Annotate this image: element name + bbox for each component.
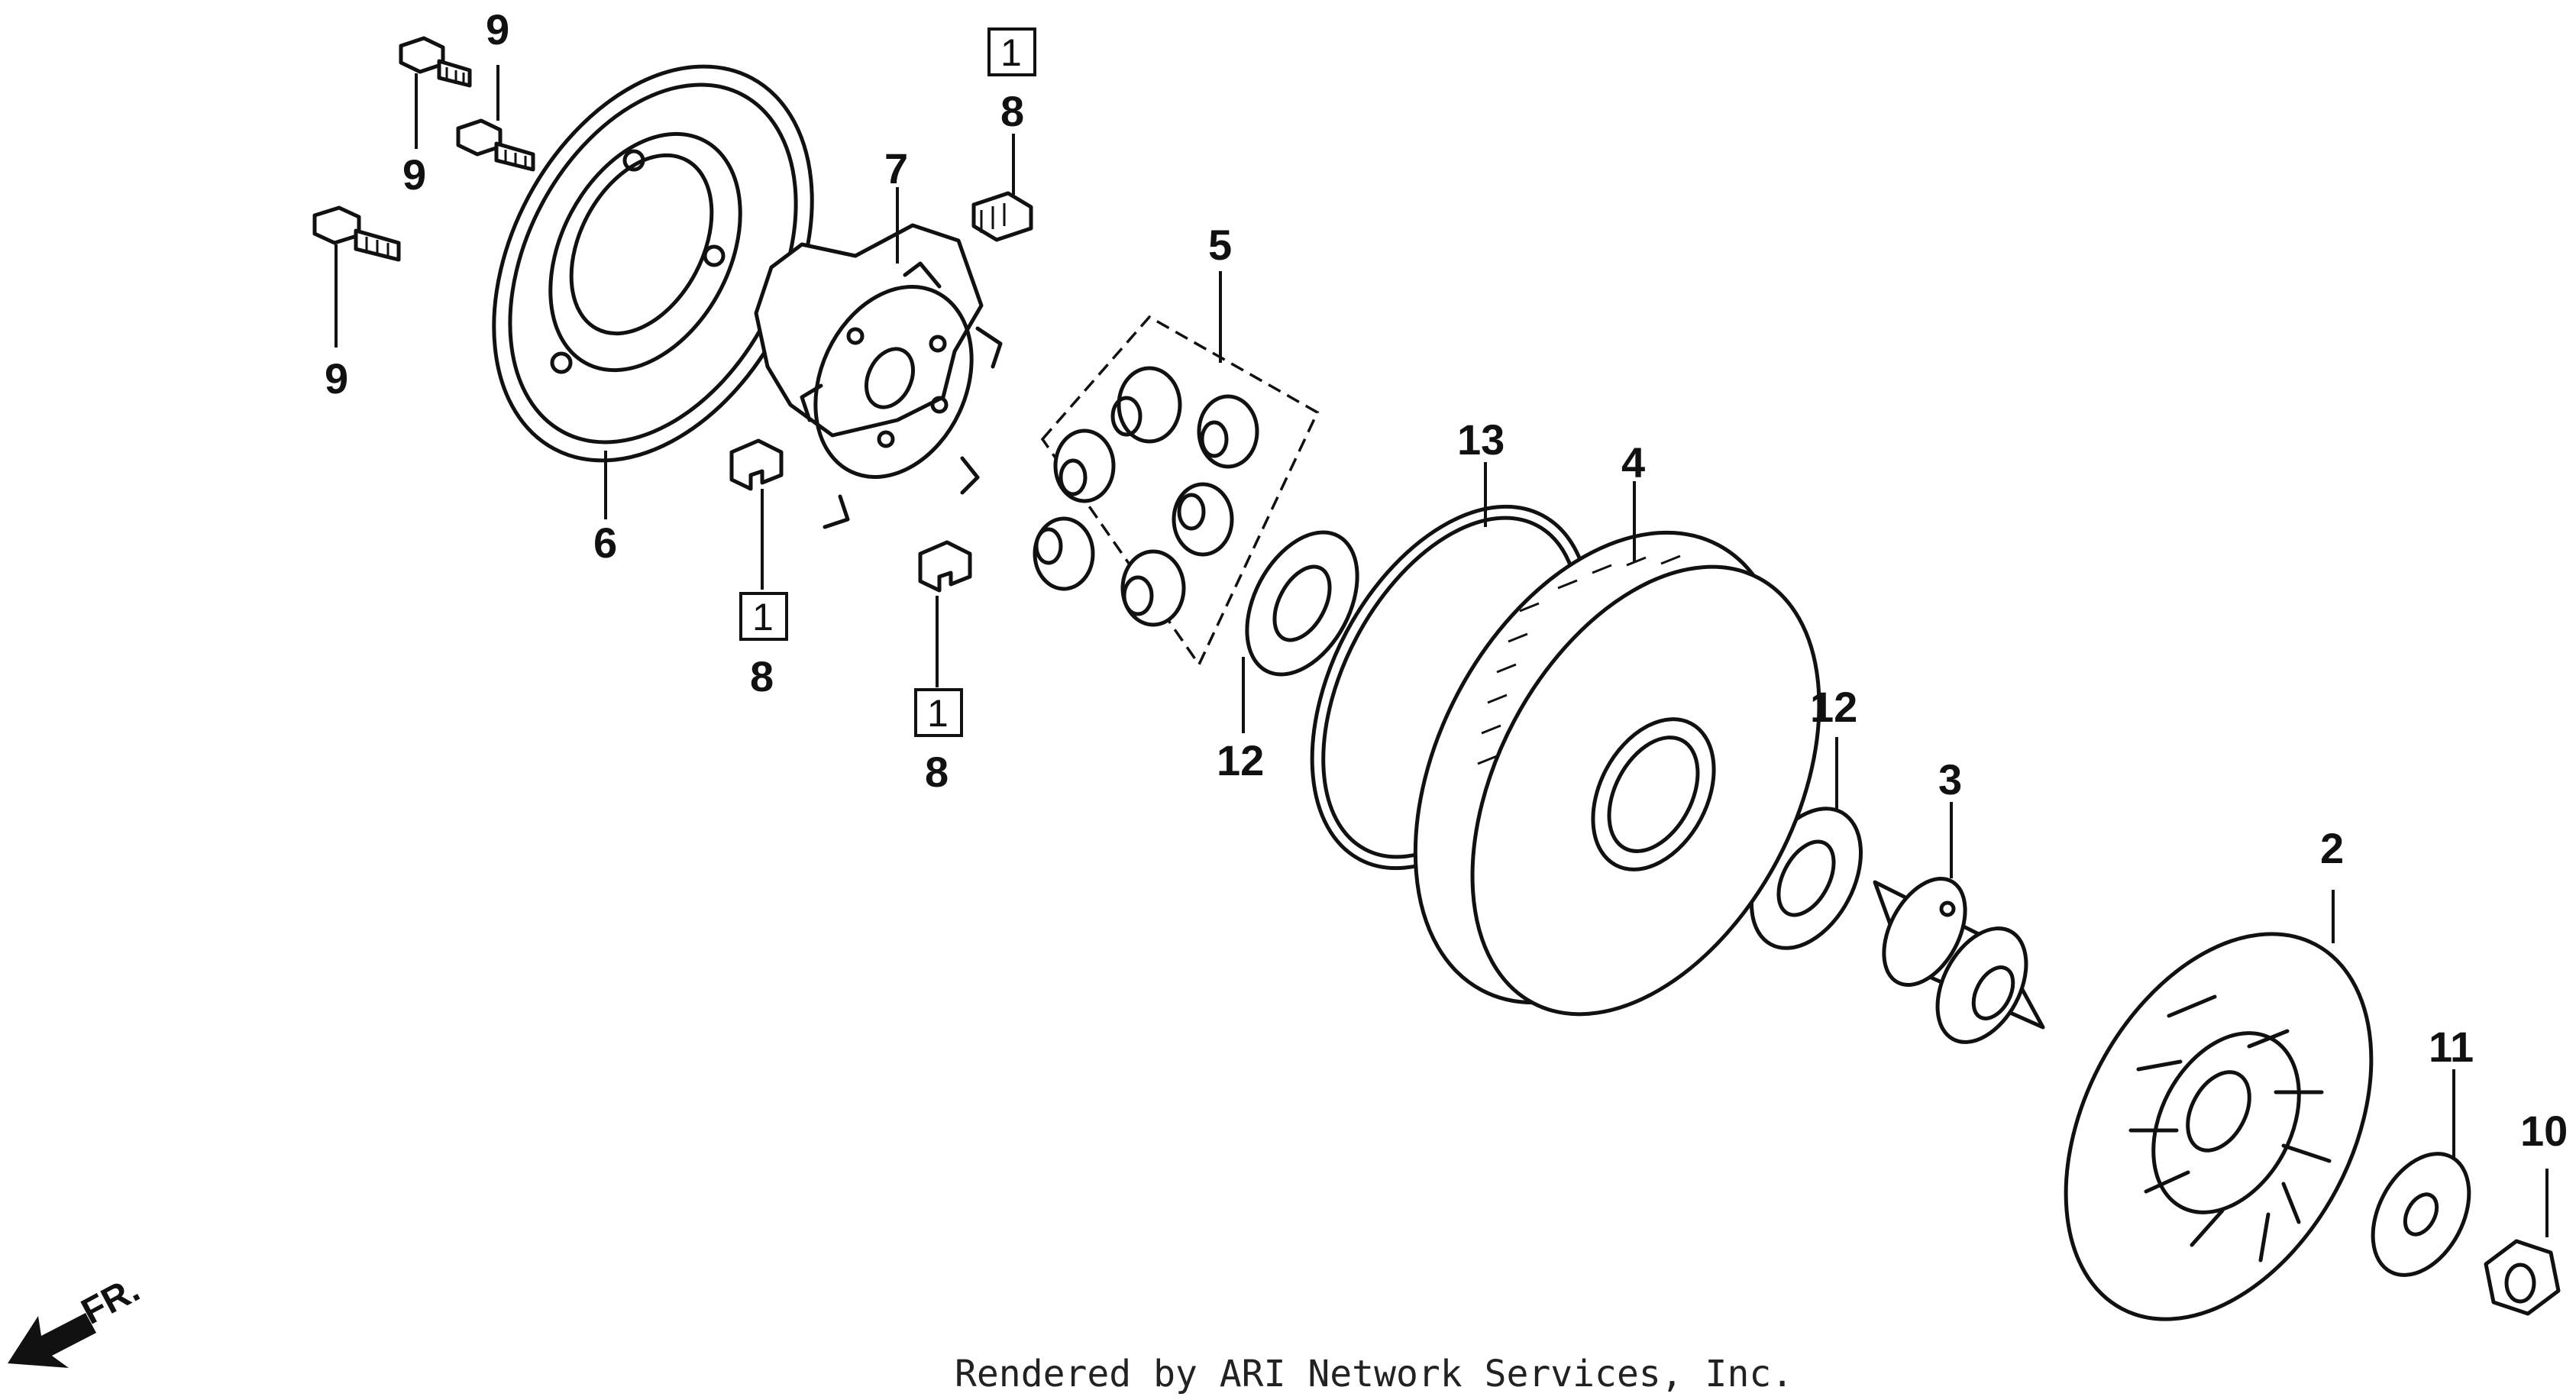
callout-10: 10: [2520, 1107, 2568, 1155]
callout-9-top: 9: [486, 5, 509, 53]
callout-2: 2: [2320, 824, 2344, 872]
callout-12-right: 12: [1810, 683, 1857, 731]
callout-12-left: 12: [1217, 736, 1264, 784]
collar-3: [1873, 876, 2045, 1044]
svg-text:1: 1: [752, 596, 774, 639]
ref-box-1-top: 1: [987, 27, 1036, 76]
ramp-plate-7: [754, 223, 1003, 529]
callout-9-lower: 9: [325, 354, 348, 403]
ref-box-1-left: 1: [739, 592, 788, 641]
svg-text:1: 1: [1000, 31, 1022, 74]
oil-seal-12-left: [1245, 530, 1359, 677]
nut-10: [2484, 1239, 2561, 1316]
slider-8-lower: [918, 540, 972, 593]
callout-9-middle: 9: [402, 150, 426, 199]
roller-set-5: [1033, 315, 1320, 668]
callout-11: 11: [2429, 1023, 2474, 1071]
slider-8-top: [971, 191, 1033, 242]
svg-text:1: 1: [927, 692, 949, 735]
ref-box-1-lower: 1: [914, 688, 963, 737]
fan-face-2: [2064, 932, 2374, 1321]
bolt-9-lower: [312, 205, 401, 262]
front-direction-arrow-icon: [8, 1313, 96, 1368]
callout-7: 7: [884, 144, 908, 192]
bolt-9-middle: [456, 118, 535, 172]
callout-13: 13: [1457, 415, 1505, 464]
callout-3: 3: [1938, 755, 1962, 803]
callout-8-left: 8: [750, 652, 774, 700]
render-credit: Rendered by ARI Network Services, Inc.: [955, 1353, 1793, 1395]
callout-5: 5: [1208, 221, 1232, 269]
callout-4: 4: [1621, 438, 1645, 487]
callout-8-top: 8: [1000, 87, 1024, 135]
washer-11: [2371, 1152, 2471, 1277]
bolt-9-top: [399, 36, 472, 88]
callout-8-lower: 8: [925, 748, 949, 796]
movable-drive-face-4: [1413, 530, 1821, 1017]
slider-8-left: [729, 438, 784, 491]
callout-6: 6: [593, 519, 617, 567]
